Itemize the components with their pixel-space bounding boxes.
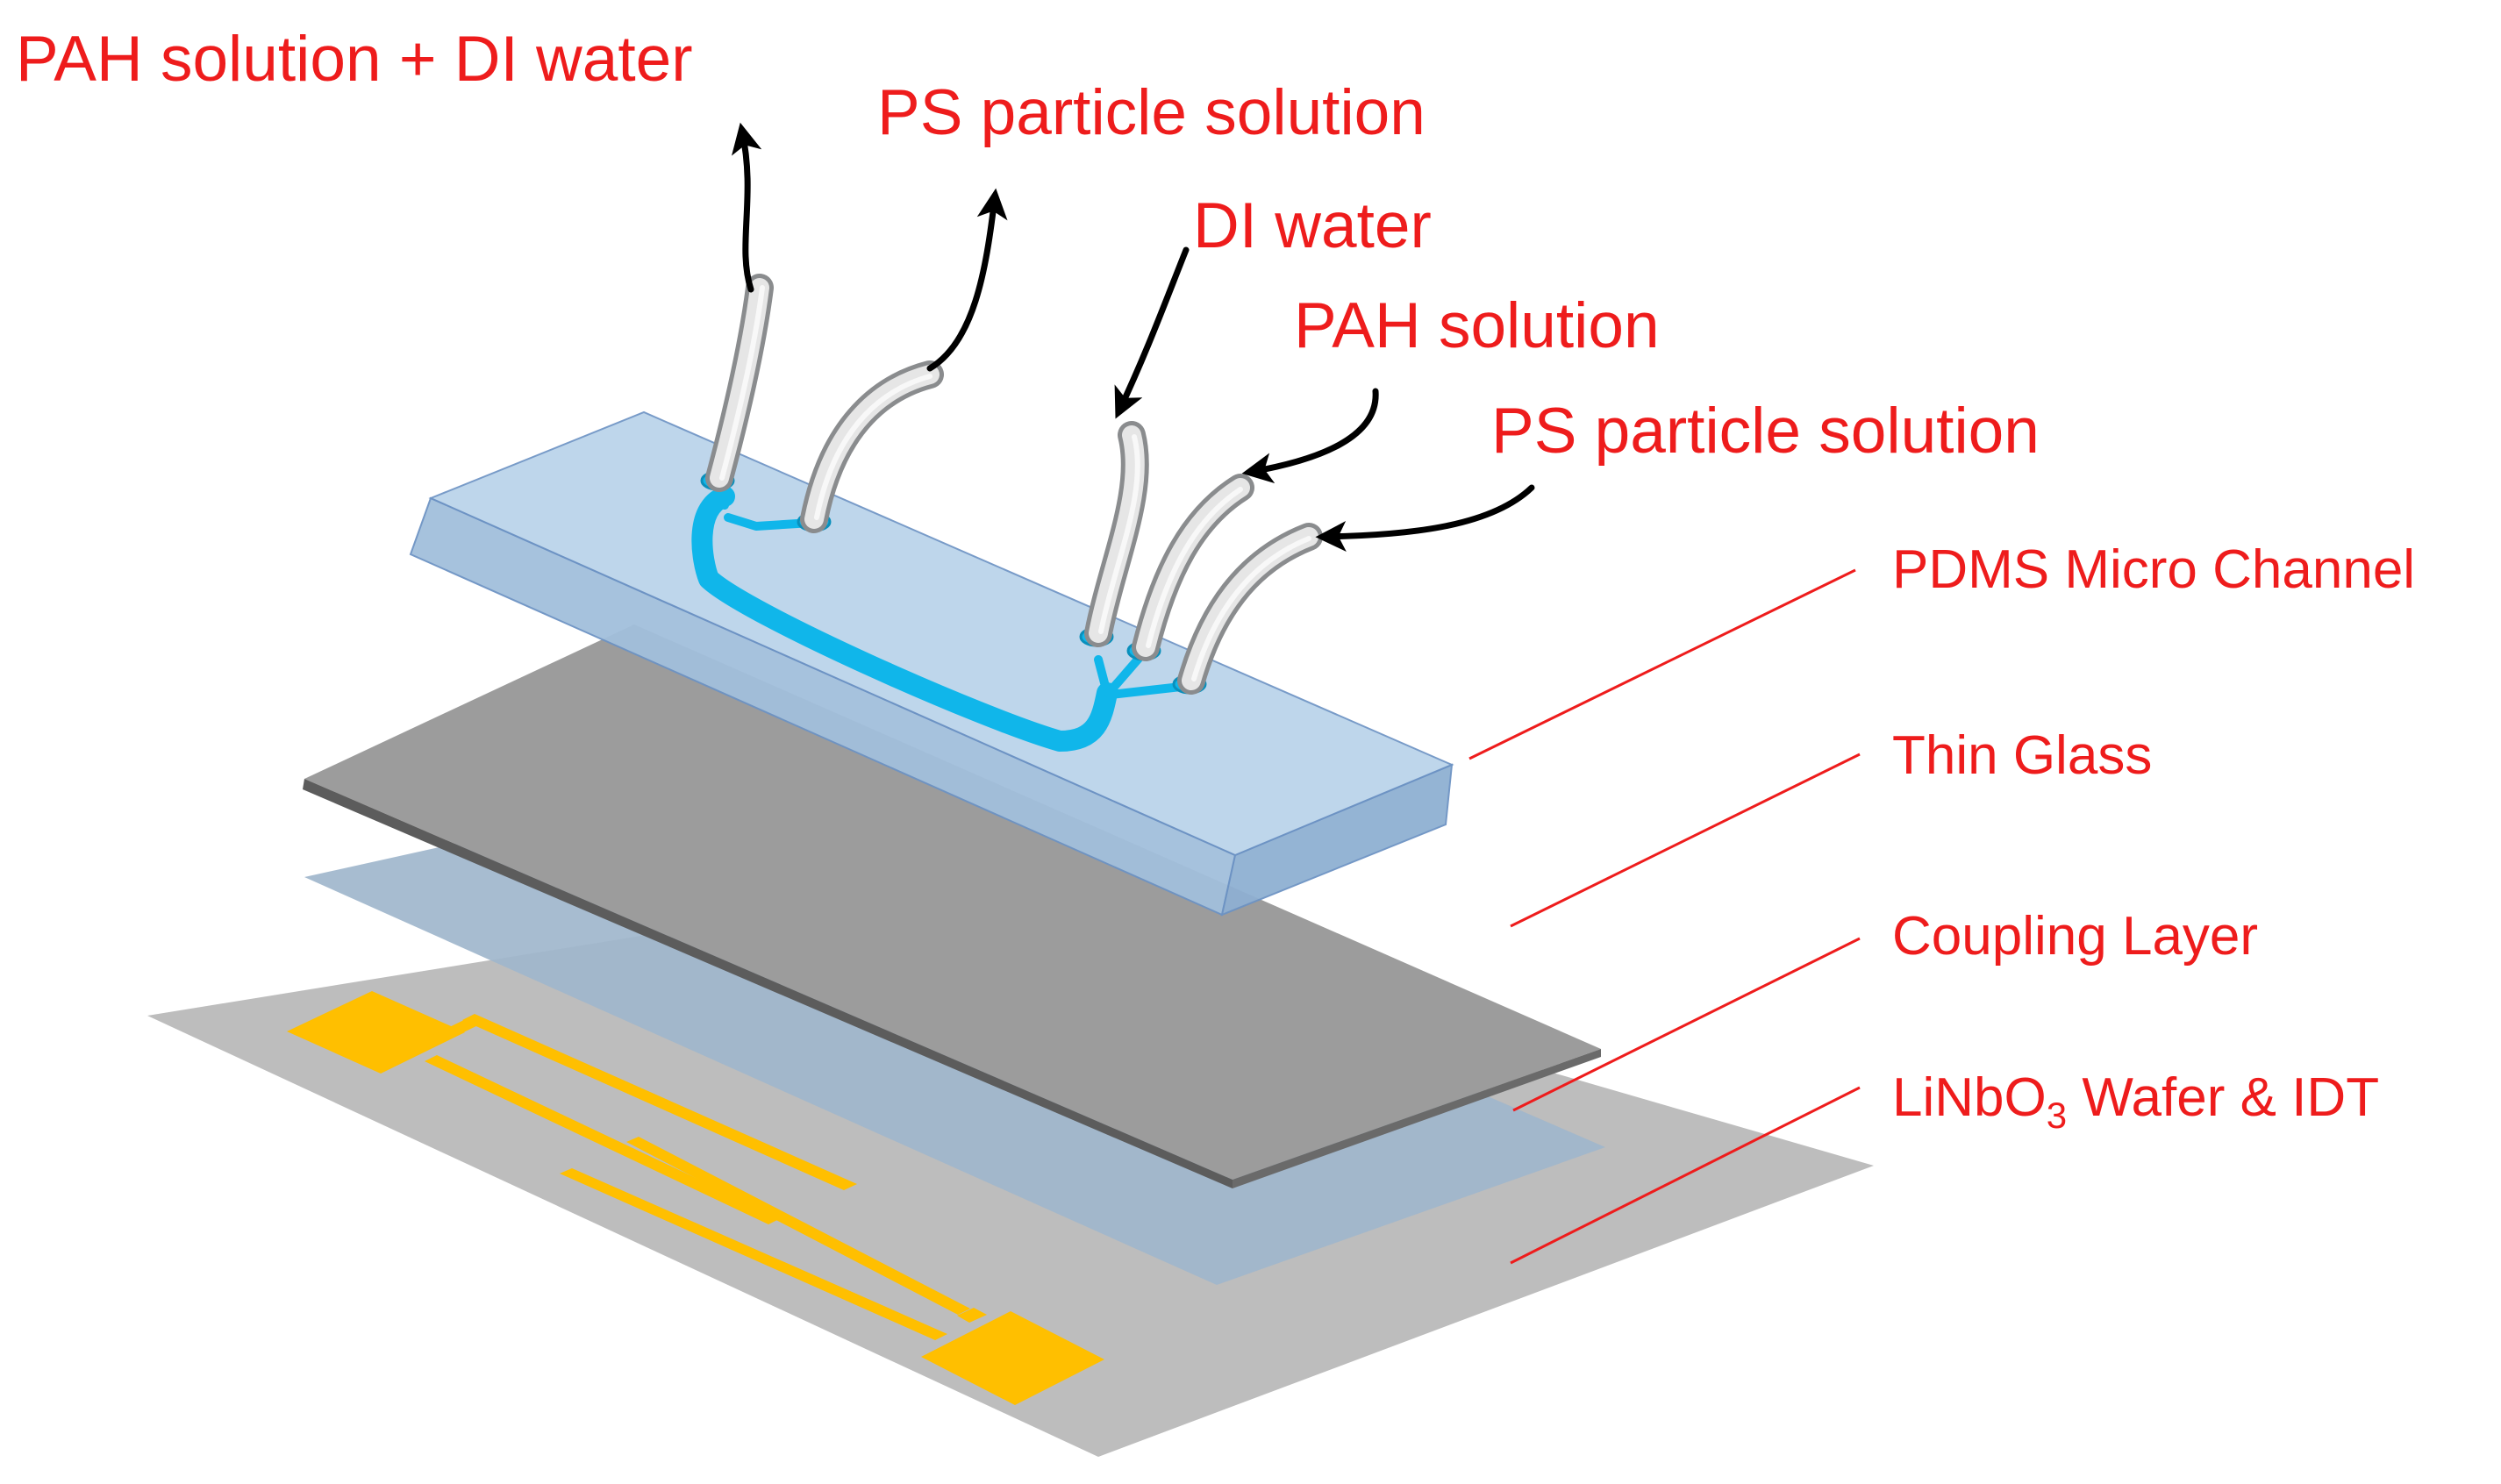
wafer-label: LiNbO3 Wafer & IDT [1892,1067,2379,1136]
wafer-label-subscript: 3 [2047,1095,2067,1136]
curved-arrow-icon [731,122,762,293]
thin-glass-edge [303,779,1233,1188]
flow-arrows [731,122,1535,553]
tubing-icon [1132,474,1254,661]
thin-glass-edge-right [1233,1049,1601,1188]
leader-line-wafer [1510,1086,1861,1265]
inlet-2-label: PAH solution [1294,290,1660,361]
coupling-label: Coupling Layer [1892,906,2258,967]
flow-labels: PAH solution + DI water PS particle solu… [16,24,2040,467]
leader-line-pdms [1468,568,1856,760]
channel-main [691,486,1118,752]
thin-glass-top [304,624,1601,1180]
tubing-icon [1177,523,1323,695]
pdms-label: PDMS Micro Channel [1892,539,2415,600]
channel-branch [1094,655,1111,697]
idt-finger [425,1055,781,1224]
tubing [705,274,1323,695]
layer-labels: PDMS Micro Channel Thin Glass Coupling L… [1892,539,2415,1136]
curved-arrow-icon [1114,246,1190,419]
idt-pad-right [921,1311,1104,1405]
tubing-icon [1084,421,1149,647]
outlet-1-label: PAH solution + DI water [16,24,693,95]
inlet-3-label: PS particle solution [1491,396,2040,467]
outlet-2-label: PS particle solution [877,77,1426,148]
idt-bus-left [415,1017,482,1050]
pdms-top [428,410,1454,857]
curved-arrow-icon [1241,388,1379,483]
inlet-1-label: DI water [1193,190,1432,261]
idt-finger [560,1168,947,1340]
leader-lines [1468,568,1861,1265]
idt-bus-right [957,1308,987,1323]
pdms-block [409,410,1454,917]
channel-branch [724,513,816,531]
curved-arrow-icon [926,188,1008,372]
wafer-label-suffix: Wafer & IDT [2067,1067,2379,1128]
glass-label: Thin Glass [1892,725,2152,786]
curved-arrow-icon [1315,484,1535,553]
idt-pad-left [287,991,465,1074]
idt-finger [462,1014,857,1190]
tubing-icon [800,360,944,533]
wafer-label-prefix: LiNbO [1892,1067,2047,1128]
leader-line-coupling [1512,937,1861,1112]
idt-finger [626,1137,970,1315]
leader-line-glass [1510,753,1861,928]
idt-electrodes [287,991,1104,1405]
tubing-icon [705,274,774,492]
